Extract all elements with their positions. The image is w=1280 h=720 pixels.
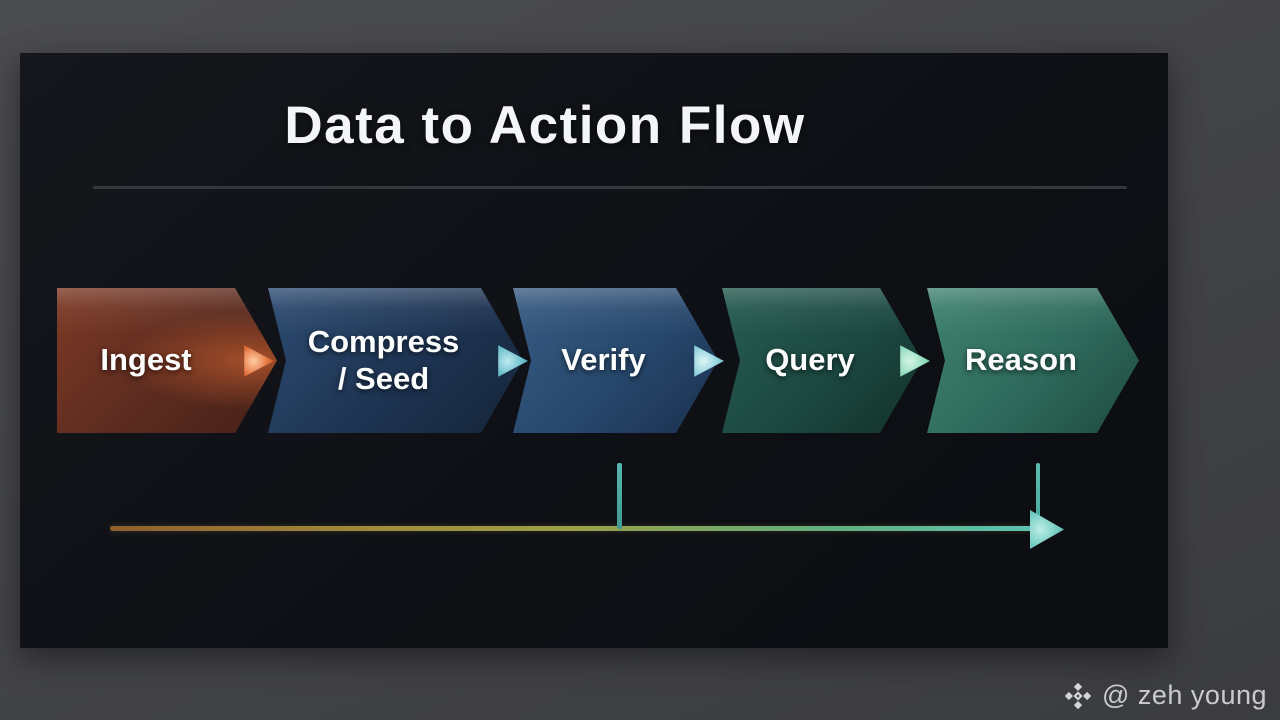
timeline-arrowhead-icon [1030, 510, 1064, 549]
arrow-accent-icon [900, 345, 930, 377]
step-chevron-query: Query [722, 288, 922, 433]
watermark: @ zeh young [1063, 680, 1267, 711]
timeline-tick-reason [1036, 463, 1040, 529]
step-chevron-compress-seed: Compress / Seed [268, 288, 523, 433]
step-chevron-verify: Verify [513, 288, 718, 433]
watermark-handle: @ zeh young [1101, 680, 1267, 710]
step-label: Query [765, 342, 855, 378]
step-chevron-ingest: Ingest [57, 288, 277, 433]
binance-diamond-icon [1063, 681, 1093, 711]
step-label: Reason [965, 342, 1077, 378]
timeline-axis [110, 526, 1038, 531]
page-title: Data to Action Flow [284, 96, 806, 155]
step-label: Verify [561, 342, 646, 378]
presentation-slide: Data to Action Flow Ingest Compress / Se… [20, 53, 1168, 648]
step-label: Compress / Seed [307, 323, 460, 396]
title-divider [93, 186, 1127, 189]
step-chevron-reason: Reason [927, 288, 1139, 433]
timeline-tick-verify [617, 463, 622, 529]
step-label: Ingest [100, 342, 192, 378]
